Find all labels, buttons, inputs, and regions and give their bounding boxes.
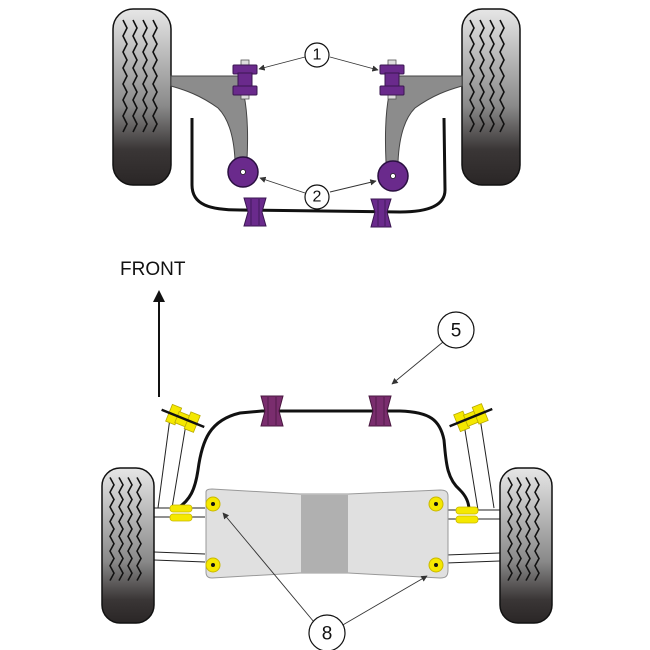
rear-left-links	[153, 417, 206, 563]
front-direction-indicator: FRONT	[120, 259, 186, 397]
callout-1-label: 1	[313, 47, 322, 64]
subframe-mount-front-right	[428, 496, 444, 512]
rear-arb-bush-left	[260, 395, 284, 427]
front-left-tyre	[112, 8, 172, 186]
rear-right-links	[445, 417, 501, 564]
rear-right-tyre	[499, 467, 553, 624]
callout-2: 2	[259, 176, 377, 210]
rear-left-tyre	[101, 467, 155, 624]
rear-axle: 5 8	[101, 311, 553, 650]
subframe-mount-front-left	[205, 496, 221, 512]
callout-1: 1	[258, 42, 379, 72]
callout-2-bush-right	[377, 160, 409, 192]
rear-anti-roll-bar	[177, 409, 471, 511]
front-left-wishbone	[170, 75, 249, 161]
rear-right-toplink	[449, 403, 493, 433]
front-arb-bush-left	[243, 197, 267, 227]
rear-subframe	[205, 488, 449, 579]
rear-left-droplink-bush	[169, 504, 193, 522]
rear-arb-bush-right	[368, 395, 392, 427]
callout-5: 5	[391, 311, 475, 385]
rear-right-droplink-bush	[455, 506, 479, 524]
front-label: FRONT	[120, 259, 186, 280]
rear-left-toplink	[161, 403, 205, 433]
callout-1-bush-left	[232, 59, 258, 100]
callout-8-label: 8	[322, 624, 333, 645]
front-arb-bush-right	[370, 198, 392, 228]
callout-5-label: 5	[451, 321, 462, 342]
front-right-wishbone	[384, 75, 463, 163]
callout-8: 8	[222, 512, 428, 650]
callout-1-bush-right	[379, 59, 405, 100]
front-right-tyre	[461, 8, 521, 186]
front-anti-roll-bar	[190, 117, 447, 214]
front-axle: 1 2	[112, 8, 521, 228]
callout-2-bush-left	[227, 156, 259, 188]
subframe-mount-rear-right	[428, 557, 444, 573]
callout-2-label: 2	[313, 189, 322, 206]
subframe-mount-rear-left	[205, 557, 221, 573]
